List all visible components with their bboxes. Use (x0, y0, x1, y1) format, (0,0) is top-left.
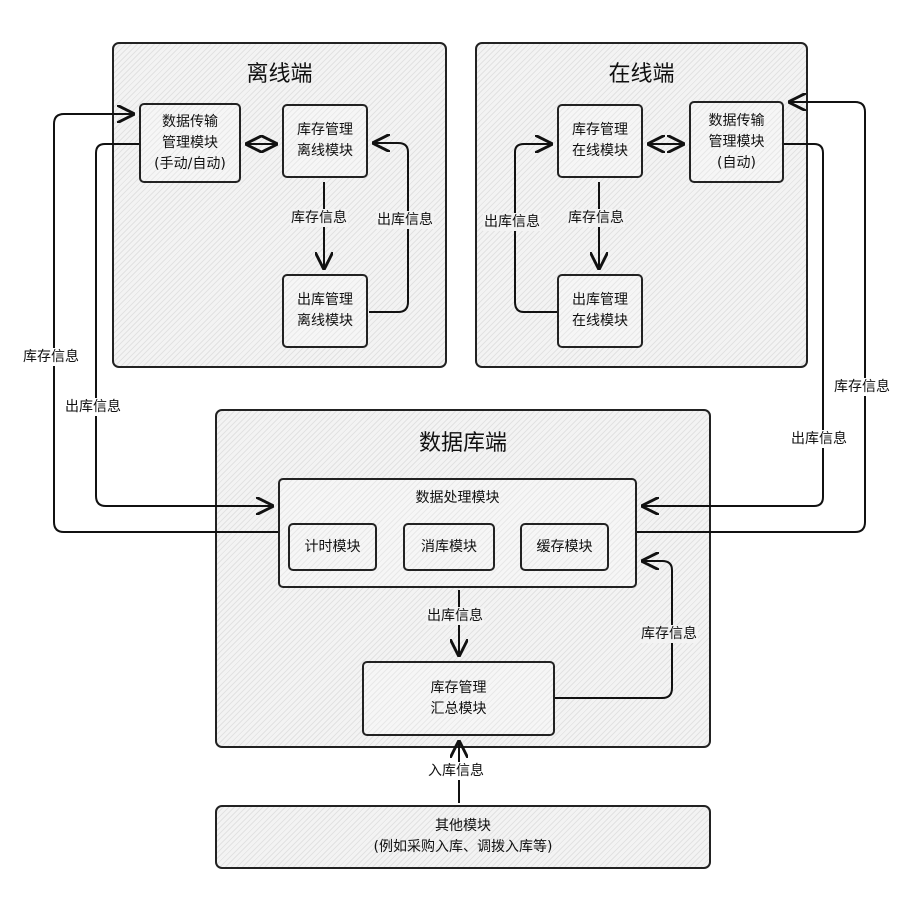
inbound-info-label: 入库信息 (427, 762, 485, 780)
left-inventory-info-label: 库存信息 (22, 348, 80, 366)
right-inventory-info-label: 库存信息 (833, 378, 891, 396)
offline-outbound-to-processing (96, 144, 272, 506)
left-outbound-info-label: 出库信息 (64, 398, 122, 416)
right-outbound-info-label: 出库信息 (790, 430, 848, 448)
online-outbound-info-label: 出库信息 (483, 213, 541, 231)
online-outbound-to-processing (643, 144, 823, 506)
processing-inventory-to-online (637, 102, 865, 532)
online-inventory-info-label: 库存信息 (567, 209, 625, 227)
processing-inventory-to-offline (54, 114, 278, 532)
db-outbound-info-label: 出库信息 (426, 607, 484, 625)
offline-outbound-info-label: 出库信息 (376, 211, 434, 229)
offline-inventory-info-label: 库存信息 (290, 209, 348, 227)
db-inventory-info-label: 库存信息 (640, 625, 698, 643)
